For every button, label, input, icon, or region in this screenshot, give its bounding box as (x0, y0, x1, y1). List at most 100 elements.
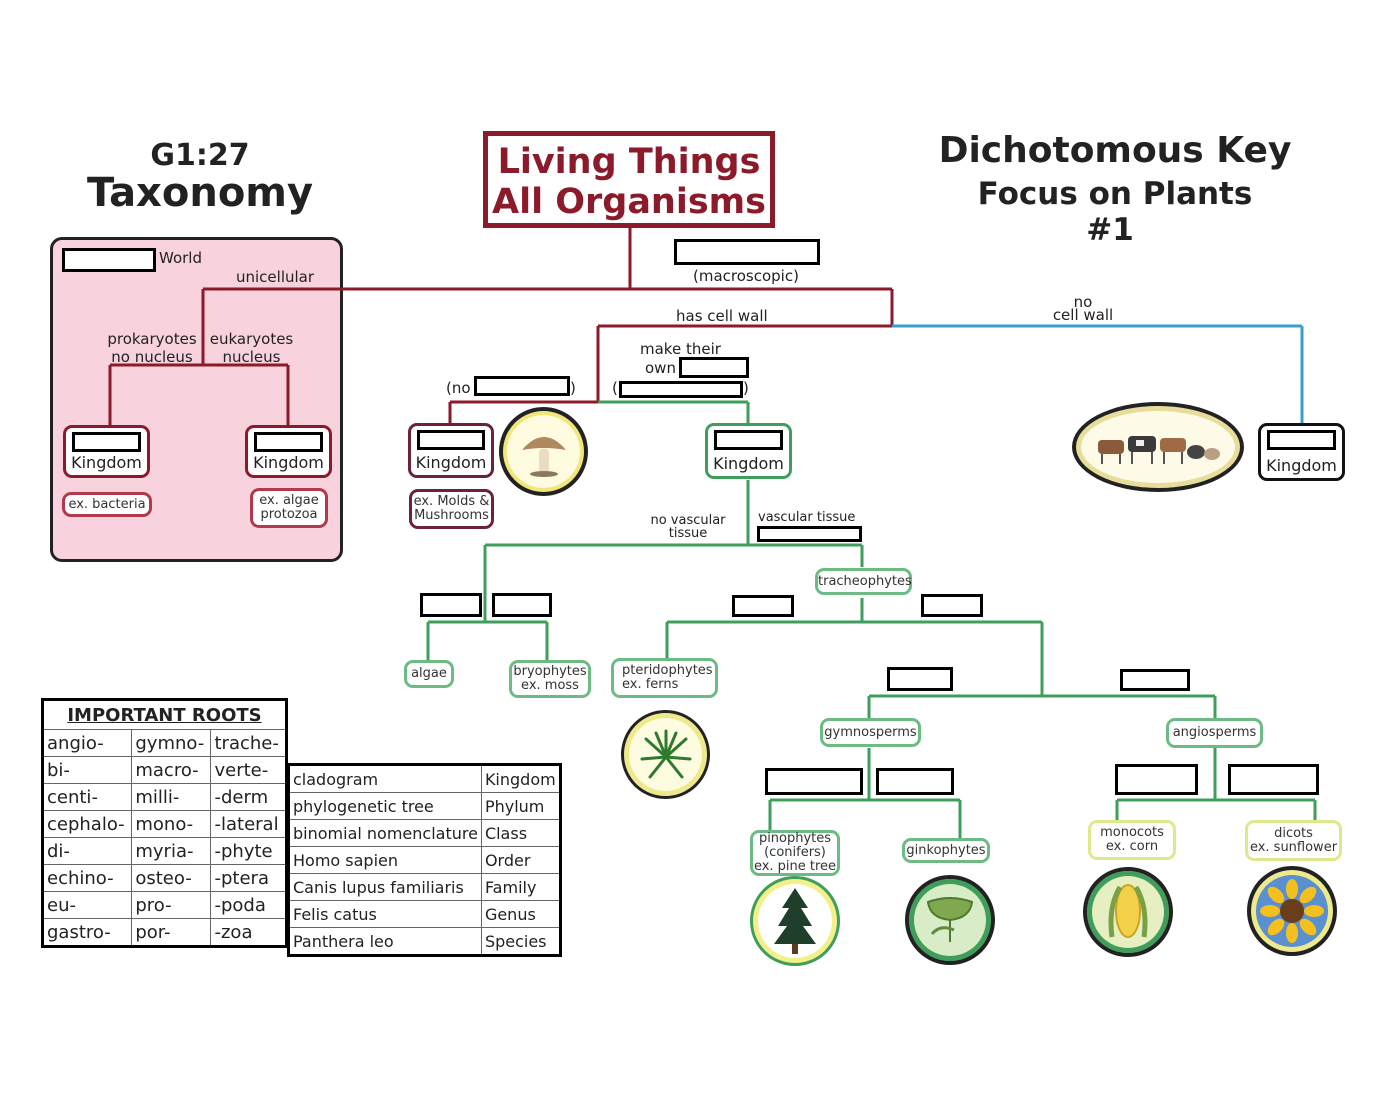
dichotomous-key-title: Dichotomous Key (938, 130, 1292, 171)
roots-header-row: IMPORTANT ROOTS (42, 699, 287, 730)
kingdom-protista-blank[interactable] (254, 432, 323, 452)
angio-blank-2[interactable] (1228, 764, 1319, 795)
gymno-blank-2[interactable] (876, 768, 954, 795)
mushroom-icon (521, 436, 566, 477)
no-cell-wall-label: no cell wall (1043, 295, 1123, 324)
root-cell: osteo- (131, 864, 212, 892)
world-blank-field[interactable] (62, 248, 156, 272)
root-cell: por- (131, 918, 212, 947)
paren-no-label: (no (446, 379, 471, 397)
ex-bacteria-pill: ex. bacteria (62, 492, 152, 517)
rank-cell: Phylum (480, 792, 561, 820)
roots-table-header: IMPORTANT ROOTS (42, 699, 287, 730)
dicots-line2: ex. sunflower (1249, 839, 1338, 855)
algae-text: algae (411, 666, 447, 681)
pteridophytes-line1: pteridophytes (622, 663, 713, 678)
cell-wall-text: cell wall (1052, 306, 1114, 324)
macroscopic-blank-field[interactable] (674, 239, 820, 265)
root-cell: -phyte (210, 837, 287, 865)
dichotomous-key-number: #1 (1086, 212, 1134, 248)
kingdom-animalia-label: Kingdom (1266, 456, 1337, 475)
vocabulary-terms-table: cladogram Kingdom phylogenetic tree Phyl… (287, 763, 562, 957)
nonvascular-blank-1[interactable] (420, 593, 482, 617)
pteridophytes-pill: pteridophytes ex. ferns (611, 658, 718, 698)
table-row: phylogenetic tree Phylum (288, 792, 561, 820)
term-cell: Felis catus (288, 900, 482, 928)
sunflower-picture (1247, 866, 1337, 956)
kingdom-animalia-box: Kingdom (1258, 423, 1345, 481)
table-row: centi- milli- -derm (41, 783, 287, 811)
pinophytes-line1: pinophytes (758, 831, 832, 846)
kingdom-monera-blank[interactable] (72, 432, 141, 452)
kingdom-animalia-blank[interactable] (1267, 430, 1336, 450)
seed-type-blank-2[interactable] (1120, 669, 1190, 691)
kingdom-fungi-blank[interactable] (417, 430, 485, 450)
vascular-tissue-label: vascular tissue (758, 510, 856, 525)
gymnosperms-pill: gymnosperms (820, 718, 921, 747)
root-cell: bi- (41, 756, 133, 784)
ginkgo-leaf-icon (926, 897, 974, 942)
protozoa-text: protozoa (260, 507, 318, 522)
algae-pill: algae (404, 660, 454, 688)
dicots-line1: dicots (1274, 825, 1313, 841)
paren-close2-label: ) (743, 379, 749, 397)
prokaryotes-text: prokaryotes (107, 330, 197, 348)
term-cell: phylogenetic tree (288, 792, 482, 820)
kingdom-protista-label: Kingdom (253, 453, 324, 472)
root-cell: -lateral (210, 810, 287, 838)
gymnosperms-text: gymnosperms (824, 724, 917, 740)
no-chlorophyll-blank-field[interactable] (474, 376, 570, 396)
ex-algae-protozoa-pill: ex. algae protozoa (250, 488, 328, 528)
angiosperms-pill: angiosperms (1166, 718, 1263, 748)
no-vascular-label: no vascular tissue (648, 514, 728, 540)
kingdom-plantae-box: Kingdom (705, 423, 792, 479)
prokaryotes-label: prokaryotes no nucleus (102, 330, 202, 366)
unicellular-label: unicellular (236, 268, 315, 286)
monocots-pill: monocots ex. corn (1088, 820, 1176, 860)
seedless-blank-field[interactable] (732, 595, 794, 617)
corn-picture (1083, 867, 1173, 957)
ginkophytes-text: ginkophytes (906, 842, 986, 858)
make-their-label: make their (640, 340, 721, 358)
table-row: binomial nomenclature Class (288, 819, 561, 847)
kingdom-protista-box: Kingdom (245, 425, 332, 478)
monocots-line2: ex. corn (1105, 839, 1159, 854)
root-cell: -poda (210, 891, 287, 919)
root-cell: gastro- (41, 918, 133, 947)
make-their-own-blank-field[interactable] (679, 357, 749, 378)
farm-animals-icon (1098, 436, 1220, 464)
rank-cell: Class (480, 819, 561, 847)
fern-icon (640, 729, 691, 778)
sunflower-icon (1260, 879, 1324, 943)
angio-blank-1[interactable] (1115, 764, 1198, 795)
worksheet-title: Taxonomy (86, 170, 314, 216)
seed-type-blank-1[interactable] (887, 667, 953, 691)
vascular-tissue-blank-field[interactable] (757, 526, 862, 542)
nonvascular-blank-2[interactable] (492, 593, 552, 617)
rank-cell: Genus (480, 900, 561, 928)
pteridophytes-line2: ex. ferns (622, 677, 679, 692)
root-cell: centi- (41, 783, 133, 811)
table-row: Felis catus Genus (288, 900, 561, 928)
term-cell: Canis lupus familiaris (288, 873, 482, 901)
gymno-blank-1[interactable] (765, 768, 863, 795)
root-cell: milli- (131, 783, 212, 811)
eukaryotes-text: eukaryotes (209, 330, 294, 348)
living-things-line1: Living Things (497, 142, 761, 182)
dichotomous-key-subtitle: Focus on Plants (977, 176, 1253, 212)
fungi-example-line2: Mushrooms (414, 508, 489, 523)
paren-close-label: ) (570, 379, 576, 397)
bryophytes-pill: bryophytes ex. moss (509, 660, 591, 698)
fungi-example-pill: ex. Molds & Mushrooms (409, 489, 494, 529)
root-cell: -zoa (210, 918, 287, 947)
living-things-line2: All Organisms (491, 182, 766, 222)
chlorophyll-blank-field[interactable] (619, 381, 743, 398)
table-row: di- myria- -phyte (41, 837, 287, 865)
animals-picture (1072, 402, 1244, 492)
seed-blank-field[interactable] (921, 594, 983, 617)
own-label: own (645, 359, 676, 377)
tracheophytes-pill: tracheophytes (815, 568, 912, 595)
world-label: World (159, 249, 202, 267)
root-cell: pro- (131, 891, 212, 919)
kingdom-plantae-blank[interactable] (714, 430, 783, 450)
